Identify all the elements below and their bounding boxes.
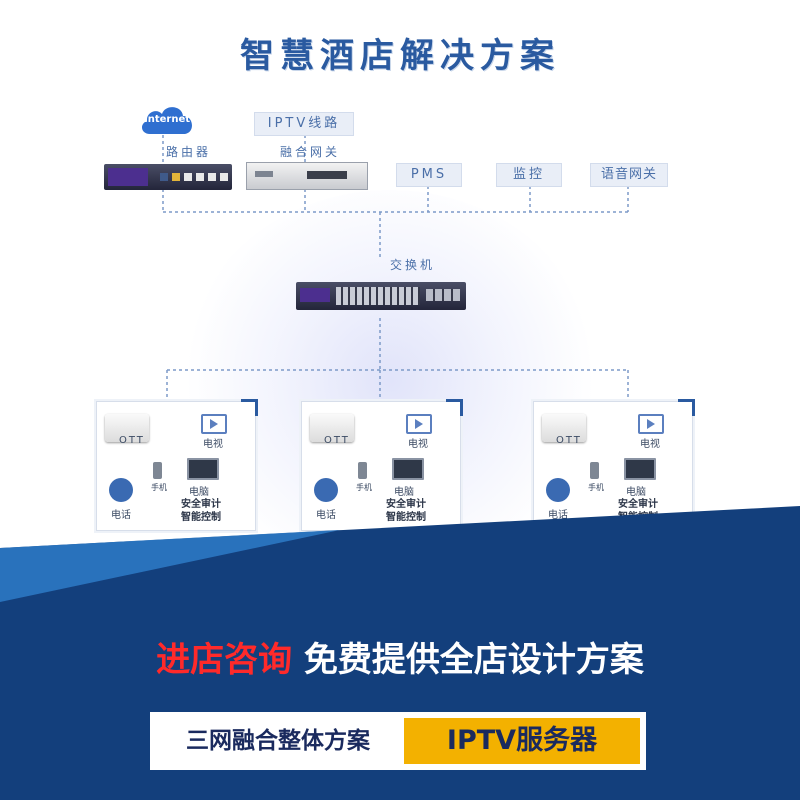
monitor-label: 监控	[496, 163, 562, 187]
tv-icon	[638, 414, 664, 434]
ott-label: OTT	[119, 435, 145, 446]
ott-box-icon	[542, 414, 586, 442]
button-row: 三网融合整体方案 IPTV服务器	[150, 712, 646, 770]
pc-icon	[392, 458, 424, 480]
pc-label: 电脑	[626, 487, 646, 498]
router-label: 路由器	[166, 145, 212, 159]
banner-headline: 进店咨询 免费提供全店设计方案	[0, 632, 800, 681]
mobile-label: 手机	[151, 483, 167, 492]
switch-label: 交换机	[390, 258, 436, 272]
control-label: 智能控制	[181, 512, 221, 523]
control-label: 智能控制	[386, 512, 426, 523]
phone-label: 电话	[111, 510, 131, 521]
tv-icon	[201, 414, 227, 434]
tv-label: 电视	[640, 439, 660, 450]
ott-label: OTT	[556, 435, 582, 446]
audit-label: 安全审计	[386, 499, 426, 510]
tv-label: 电视	[408, 439, 428, 450]
mobile-icon	[153, 462, 162, 479]
telephone-icon	[109, 478, 133, 502]
gateway-device	[246, 162, 368, 190]
telephone-icon	[314, 478, 338, 502]
ott-box-icon	[310, 414, 354, 442]
gateway-label: 融合网关	[280, 145, 341, 159]
audit-label: 安全审计	[618, 499, 658, 510]
mobile-icon	[358, 462, 367, 479]
mobile-label: 手机	[356, 483, 372, 492]
page-title: 智慧酒店解决方案	[240, 36, 560, 76]
internet-label: Internet	[143, 114, 190, 125]
ott-label: OTT	[324, 435, 350, 446]
banner-highlight: 进店咨询	[156, 640, 293, 680]
three-network-button[interactable]: 三网融合整体方案	[156, 718, 400, 764]
mobile-icon	[590, 462, 599, 479]
audit-label: 安全审计	[181, 499, 221, 510]
tv-label: 电视	[203, 439, 223, 450]
phone-label: 电话	[316, 510, 336, 521]
voice-gateway-label: 语音网关	[590, 163, 668, 187]
iptv-server-button[interactable]: IPTV服务器	[404, 718, 640, 764]
room-card-2: 电视 OTT 手机 电脑 电话 安全审计 智能控制	[301, 399, 463, 531]
pc-label: 电脑	[189, 487, 209, 498]
switch-device	[296, 282, 466, 310]
pms-label: PMS	[396, 163, 462, 187]
pc-icon	[187, 458, 219, 480]
phone-label: 电话	[548, 510, 568, 521]
iptv-label: IPTV线路	[254, 112, 354, 136]
pc-icon	[624, 458, 656, 480]
room-card-3: 电视 OTT 手机 电脑 电话 安全审计 智能控制	[533, 399, 695, 531]
ott-box-icon	[105, 414, 149, 442]
telephone-icon	[546, 478, 570, 502]
router-device	[104, 164, 232, 190]
internet-cloud-icon	[141, 107, 192, 134]
tv-icon	[406, 414, 432, 434]
room-card-1: 电视 OTT 手机 电脑 电话 安全审计 智能控制	[96, 399, 258, 531]
banner-text: 免费提供全店设计方案	[303, 640, 644, 680]
mobile-label: 手机	[588, 483, 604, 492]
pc-label: 电脑	[394, 487, 414, 498]
